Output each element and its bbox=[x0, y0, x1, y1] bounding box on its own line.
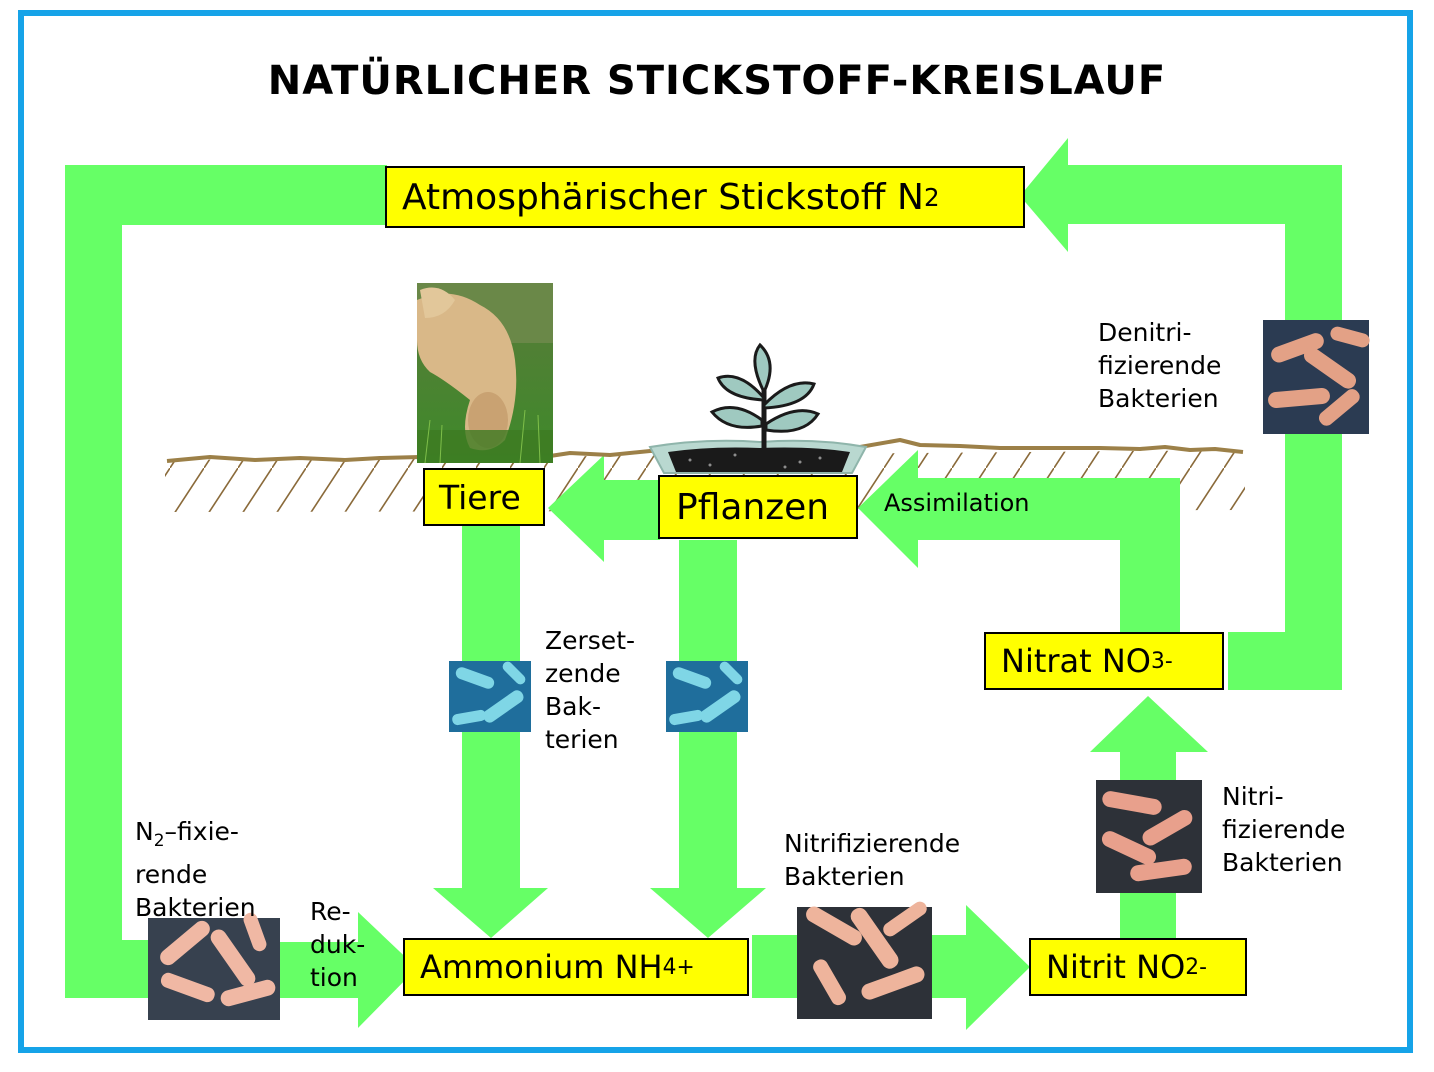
diagram-frame bbox=[18, 10, 1413, 1053]
arrow-plants-to-ammonium bbox=[650, 540, 766, 938]
box-atmospheric-nitrogen-text: Atmosphärischer Stickstoff N bbox=[402, 176, 924, 218]
label-nitrifizierende-right-line-1: Nitri- bbox=[1222, 782, 1284, 811]
diagram-title: NATÜRLICHER STICKSTOFF-KREISLAUF bbox=[267, 58, 1167, 104]
label-reduktion-line-3: tion bbox=[310, 963, 358, 992]
box-pflanzen-text: Pflanzen bbox=[676, 486, 830, 528]
box-tiere: Tiere bbox=[423, 468, 545, 526]
label-nitrifizierende-right-line-2: fizierende bbox=[1222, 815, 1346, 844]
label-nitrifizierende-bottom-line-2: Bakterien bbox=[784, 862, 905, 891]
label-nitrifizierende-bottom: Nitrifizierende Bakterien bbox=[784, 827, 960, 893]
arrow-to-ammonium bbox=[280, 912, 417, 1028]
label-zersetzende-line-1: Zerset- bbox=[545, 626, 636, 655]
label-zersetzende-line-3: Bak- bbox=[545, 692, 601, 721]
label-assimilation: Assimilation bbox=[884, 489, 1030, 517]
label-n2-prefix: N bbox=[135, 817, 154, 846]
label-nitrifizierende-right-line-3: Bakterien bbox=[1222, 848, 1343, 877]
label-reduktion-line-2: duk- bbox=[310, 930, 366, 959]
label-n2-line-1: N2–fixie- bbox=[135, 815, 256, 858]
box-pflanzen: Pflanzen bbox=[658, 475, 858, 539]
bacteria-image-denitri bbox=[1263, 320, 1370, 434]
box-nitrit-sub: 2 bbox=[1185, 954, 1200, 980]
label-n2-rest: –fixie- bbox=[164, 817, 239, 846]
box-nitrat-sup: - bbox=[1164, 648, 1173, 674]
label-zersetzende: Zerset- zende Bak- terien bbox=[545, 624, 635, 756]
box-ammonium-sup: + bbox=[676, 954, 695, 980]
box-nitrat-text: Nitrat NO bbox=[1001, 642, 1151, 680]
label-denitri-line-3: Bakterien bbox=[1098, 384, 1219, 413]
label-n2-line-3: Bakterien bbox=[135, 892, 256, 922]
arrow-plants-to-animals bbox=[548, 455, 660, 562]
plant-icon bbox=[648, 342, 868, 474]
label-n2-line-2: rende bbox=[135, 859, 208, 889]
label-denitrifizierende: Denitri- fizierende Bakterien bbox=[1098, 316, 1221, 415]
arrow-assimilation bbox=[858, 450, 1180, 632]
arrow-left-loop-vertical bbox=[65, 165, 122, 998]
label-reduktion: Re- duk- tion bbox=[310, 895, 365, 994]
box-nitrit-text: Nitrit NO bbox=[1046, 948, 1186, 986]
bacteria-image-nitrifizierende-right bbox=[1096, 780, 1202, 893]
box-nitrit-sup: - bbox=[1199, 954, 1207, 980]
box-tiere-text: Tiere bbox=[439, 477, 521, 517]
label-reduktion-line-1: Re- bbox=[310, 897, 351, 926]
label-n2-fixierende: N2–fixie- rende Bakterien bbox=[135, 815, 256, 924]
bacteria-image-zersetzende-left bbox=[449, 661, 531, 732]
box-ammonium-text: Ammonium NH bbox=[420, 948, 663, 986]
cycle-arrows bbox=[65, 138, 1342, 1030]
label-nitrifizierende-right: Nitri- fizierende Bakterien bbox=[1222, 780, 1345, 879]
box-ammonium-sub: 4 bbox=[662, 954, 677, 980]
label-nitrifizierende-bottom-line-1: Nitrifizierende bbox=[784, 829, 961, 858]
label-denitri-line-2: fizierende bbox=[1098, 351, 1222, 380]
label-denitri-line-1: Denitri- bbox=[1098, 318, 1192, 347]
label-zersetzende-line-4: terien bbox=[545, 725, 619, 754]
box-atmospheric-nitrogen-sub: 2 bbox=[923, 182, 940, 212]
arrow-to-atmosphere bbox=[1020, 138, 1342, 690]
label-zersetzende-line-2: zende bbox=[545, 659, 621, 688]
bacteria-image-zersetzende-right bbox=[666, 661, 748, 732]
cow-photo bbox=[417, 283, 553, 464]
box-nitrat-sub: 3 bbox=[1150, 648, 1165, 674]
arrow-left-loop-bottom bbox=[65, 940, 155, 998]
bacteria-image-n2-fixierende bbox=[148, 912, 280, 1020]
bacteria-image-nitrifizierende-bottom bbox=[797, 901, 932, 1019]
label-n2-sub: 2 bbox=[153, 830, 165, 851]
